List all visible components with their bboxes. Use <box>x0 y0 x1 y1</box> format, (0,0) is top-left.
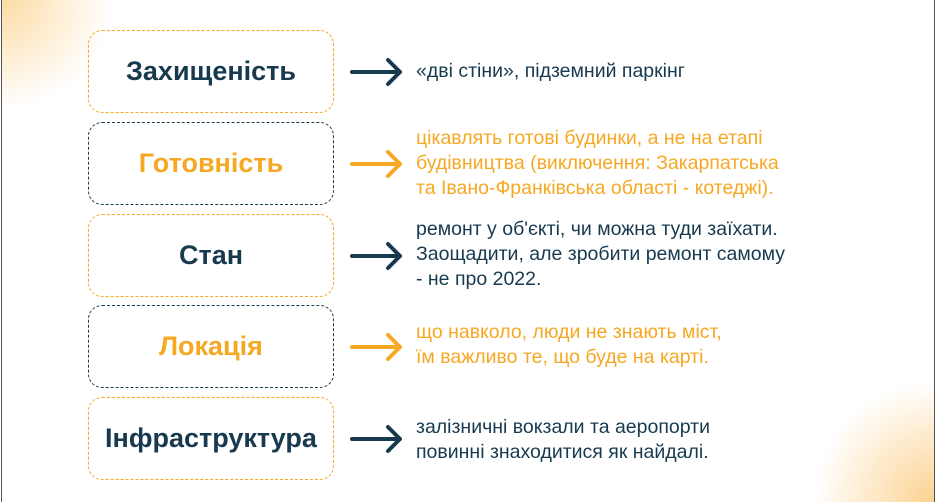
arrow-right-icon <box>350 242 402 270</box>
row-title: Локація <box>159 331 263 361</box>
row-location: Локація що навколо, люди не знають міст,… <box>88 305 928 388</box>
row-condition: Стан ремонт у об'єкті, чи можна туди заї… <box>88 214 928 297</box>
description-line: цікавлять готові будинки, а не на етапі <box>416 127 763 149</box>
description-line: що навколо, люди не знають міст, <box>416 321 722 343</box>
row-title: Інфраструктура <box>105 423 317 453</box>
description-line: Заощадити, але зробити ремонт самому <box>416 243 785 265</box>
arrow-right-icon <box>350 58 402 86</box>
row-description: цікавлять готові будинки, а не на етапі б… <box>416 126 779 201</box>
label-box: Стан <box>88 214 334 297</box>
description-line: залізничні вокзали та аеропорти <box>416 416 710 438</box>
row-title: Готовність <box>138 148 284 178</box>
description-line: ремонт у об'єкті, чи можна туди заїхати. <box>416 218 778 240</box>
row-description: ремонт у об'єкті, чи можна туди заїхати.… <box>416 217 785 292</box>
label-box: Захищеність <box>88 30 334 113</box>
label-box: Локація <box>88 305 334 388</box>
row-security: Захищеність «дві стіни», підземний паркі… <box>88 30 928 113</box>
row-description: «дві стіни», підземний паркінг <box>416 59 685 84</box>
label-box: Інфраструктура <box>88 397 334 480</box>
description-line: повинні знаходитися як найдалі. <box>416 441 709 463</box>
description-line: - не про 2022. <box>416 268 542 290</box>
row-description: що навколо, люди не знають міст, їм важли… <box>416 320 722 370</box>
row-title: Захищеність <box>126 56 296 86</box>
description-line: будівництва (виключення: Закарпатська <box>416 152 779 174</box>
label-box: Готовність <box>88 122 334 205</box>
description-line: їм важливо те, що буде на карті. <box>416 346 709 368</box>
row-readiness: Готовність цікавлять готові будинки, а н… <box>88 122 928 205</box>
arrow-right-icon <box>350 333 402 361</box>
description-line: «дві стіни», підземний паркінг <box>416 60 685 82</box>
row-title: Стан <box>178 240 244 270</box>
arrow-right-icon <box>350 425 402 453</box>
description-line: та Івано-Франківська області - котеджі). <box>416 177 774 199</box>
arrow-right-icon <box>350 150 402 178</box>
row-description: залізничні вокзали та аеропорти повинні з… <box>416 415 710 465</box>
row-infrastructure: Інфраструктура залізничні вокзали та аер… <box>88 397 928 480</box>
